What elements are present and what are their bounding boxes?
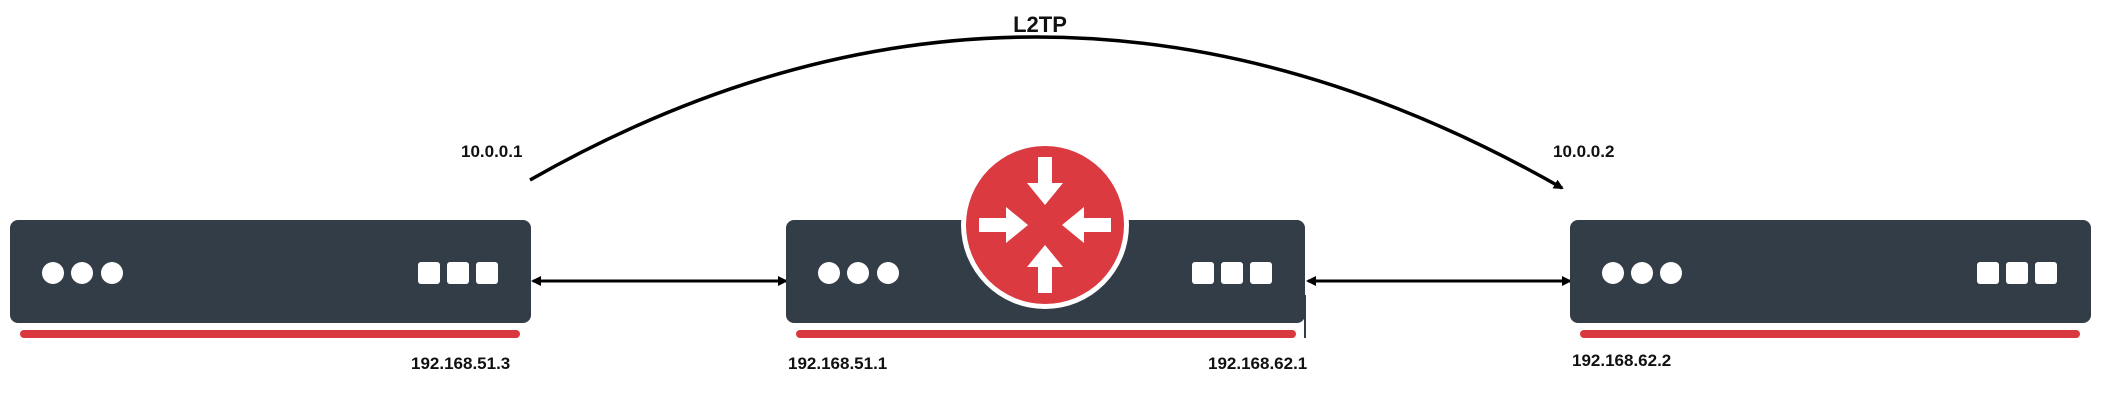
status-led <box>847 262 869 284</box>
device-body <box>10 220 531 323</box>
status-led <box>101 262 123 284</box>
device-left[interactable] <box>10 220 531 338</box>
status-led <box>877 262 899 284</box>
tunnel-right-ip: 10.0.0.2 <box>1553 142 1614 161</box>
port <box>2035 262 2057 284</box>
status-led <box>818 262 840 284</box>
accent-bar <box>20 330 520 338</box>
status-led <box>42 262 64 284</box>
l2tp-tunnel-arc <box>529 35 1564 190</box>
accent-bar <box>1580 330 2080 338</box>
port <box>1221 262 1243 284</box>
tunnel-left-ip: 10.0.0.1 <box>461 142 522 161</box>
status-led <box>1631 262 1653 284</box>
port <box>447 262 469 284</box>
device-body <box>1570 220 2091 323</box>
port <box>476 262 498 284</box>
accent-bar <box>796 330 1296 338</box>
device-left-ip: 192.168.51.3 <box>411 354 510 373</box>
port <box>1250 262 1272 284</box>
device-right-ip: 192.168.62.2 <box>1572 351 1671 370</box>
tunnel-label: L2TP <box>1013 12 1067 37</box>
status-led <box>1602 262 1624 284</box>
port <box>1977 262 1999 284</box>
port <box>1192 262 1214 284</box>
port <box>2006 262 2028 284</box>
status-led <box>71 262 93 284</box>
router-arrows-icon <box>961 141 1129 309</box>
port <box>418 262 440 284</box>
device-right[interactable] <box>1570 220 2091 338</box>
status-led <box>1660 262 1682 284</box>
device-middle-ip-left: 192.168.51.1 <box>788 354 887 373</box>
device-middle-ip-right: 192.168.62.1 <box>1208 354 1307 373</box>
